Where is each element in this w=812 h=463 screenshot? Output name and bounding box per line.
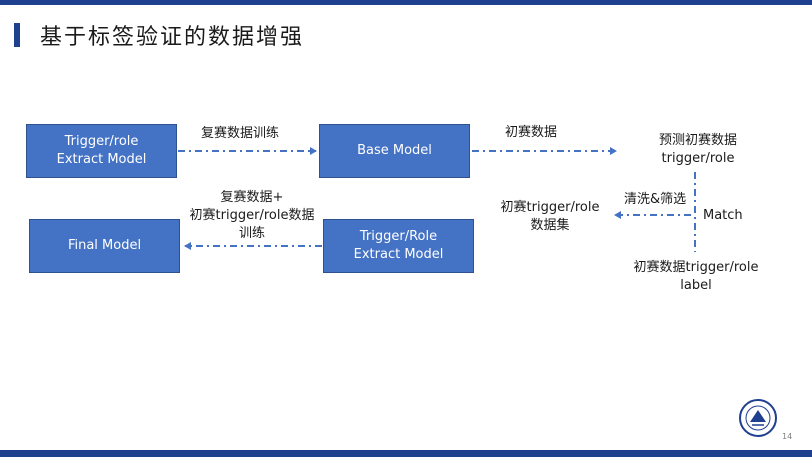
label-line: 初赛数据trigger/role [633,260,759,275]
label-chusai-data: 初赛数据 [505,125,558,140]
trigger-role-extract-model-box: Trigger/role Extract Model [26,124,177,178]
label-line: 预测初赛数据 [658,133,737,148]
box-line: Final Model [67,238,142,253]
label-line: 复赛数据+ [220,190,284,205]
title-accent-bar [14,23,20,47]
label-dataset: 初赛trigger/role 数据集 [492,199,608,235]
label-chusai-label: 初赛数据trigger/role label [620,259,772,295]
page-number: 14 [782,432,793,441]
label-match: Match [703,208,743,223]
box-line: Trigger/Role [359,229,438,244]
label-line: trigger/role [661,151,735,166]
trigger-role-extract-model-box-2: Trigger/Role Extract Model [323,219,474,273]
box-line: Base Model [357,143,432,158]
box-line: Trigger/role [64,134,139,149]
label-line: 初赛trigger/role [500,200,600,215]
base-model-box: Base Model [319,124,470,178]
box-line: Extract Model [56,152,147,167]
label-predict: 预测初赛数据 trigger/role [624,132,772,168]
label-train-combo: 复赛数据+ 初赛trigger/role数据 训练 [180,189,324,243]
label-line: 初赛trigger/role数据 [189,208,315,223]
bottom-border-bar [0,450,812,457]
top-border-bar [0,0,812,5]
box-line: Extract Model [353,247,444,262]
label-line: 数据集 [530,218,570,233]
label-line: 训练 [238,226,265,241]
slide-title: 基于标签验证的数据增强 [40,25,305,50]
final-model-box: Final Model [29,219,180,273]
label-fusai-train: 复赛数据训练 [201,126,280,141]
university-logo [739,399,777,437]
label-line: label [680,278,712,293]
label-clean-filter: 清洗&筛选 [624,192,687,207]
